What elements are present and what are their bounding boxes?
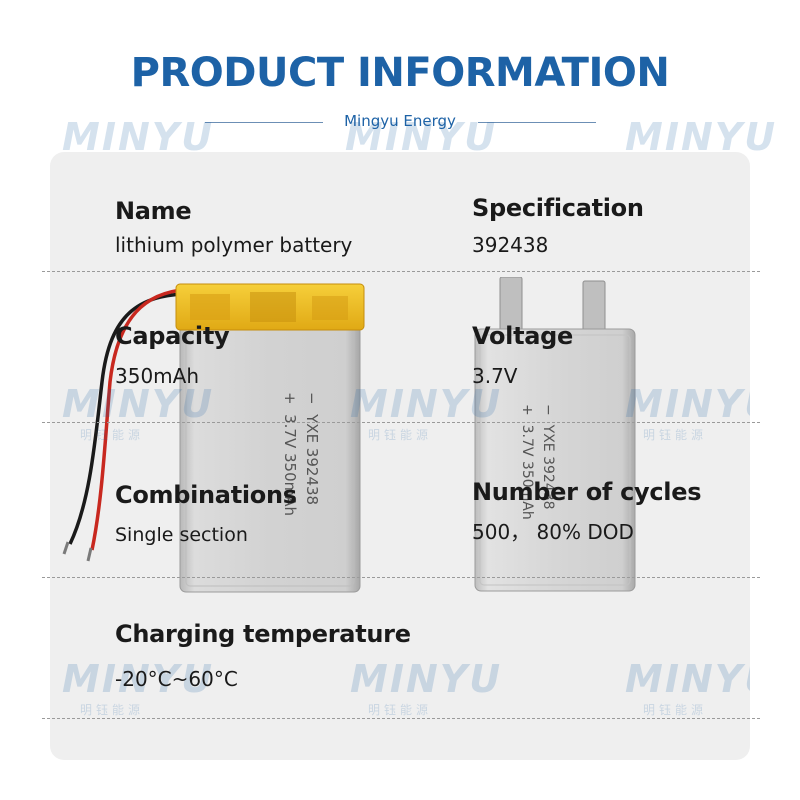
watermark-logo: MINYU 明钰能源 xyxy=(350,657,503,717)
name-value: lithium polymer battery xyxy=(115,233,353,257)
voltage-value: 3.7V xyxy=(472,364,518,388)
combinations-value: Single section xyxy=(115,524,248,546)
charging-temperature-value: -20°C~60°C xyxy=(115,667,238,691)
watermark-logo: MINYU 明钰能源 xyxy=(62,382,215,442)
product-info-panel: − YXE 392438 + 3.7V 350mAh − YXE 392438 … xyxy=(50,152,750,760)
watermark-logo: MINYU 明钰能源 xyxy=(62,657,215,717)
battery-with-tabs-image xyxy=(474,277,636,592)
specification-label: Specification xyxy=(472,194,644,222)
battery-print-left: − YXE 392438 + 3.7V 350mAh xyxy=(281,392,321,517)
battery-with-wires-image xyxy=(62,283,365,593)
voltage-label: Voltage xyxy=(472,322,574,350)
row-divider xyxy=(42,577,760,578)
page-title: PRODUCT INFORMATION xyxy=(130,50,670,96)
subtitle: Mingyu Energy xyxy=(344,112,456,130)
cycles-value: 500， 80% DOD xyxy=(472,520,634,544)
combinations-label: Combinations xyxy=(115,481,297,509)
row-divider xyxy=(42,422,760,423)
watermark-logo: MINYU 明钰能源 xyxy=(625,382,750,442)
row-divider xyxy=(42,718,760,719)
subtitle-row: Mingyu Energy xyxy=(0,112,800,132)
subtitle-line-right xyxy=(478,122,596,123)
cycles-label: Number of cycles xyxy=(472,478,702,506)
watermark-logo: MINYU 明钰能源 xyxy=(625,657,750,717)
name-label: Name xyxy=(115,197,192,225)
capacity-label: Capacity xyxy=(115,322,230,350)
capacity-value: 350mAh xyxy=(115,364,200,388)
subtitle-line-left xyxy=(205,122,323,123)
specification-value: 392438 xyxy=(472,233,549,257)
watermark-logo: MINYU 明钰能源 xyxy=(350,382,503,442)
row-divider xyxy=(42,271,760,272)
charging-temperature-label: Charging temperature xyxy=(115,620,411,648)
